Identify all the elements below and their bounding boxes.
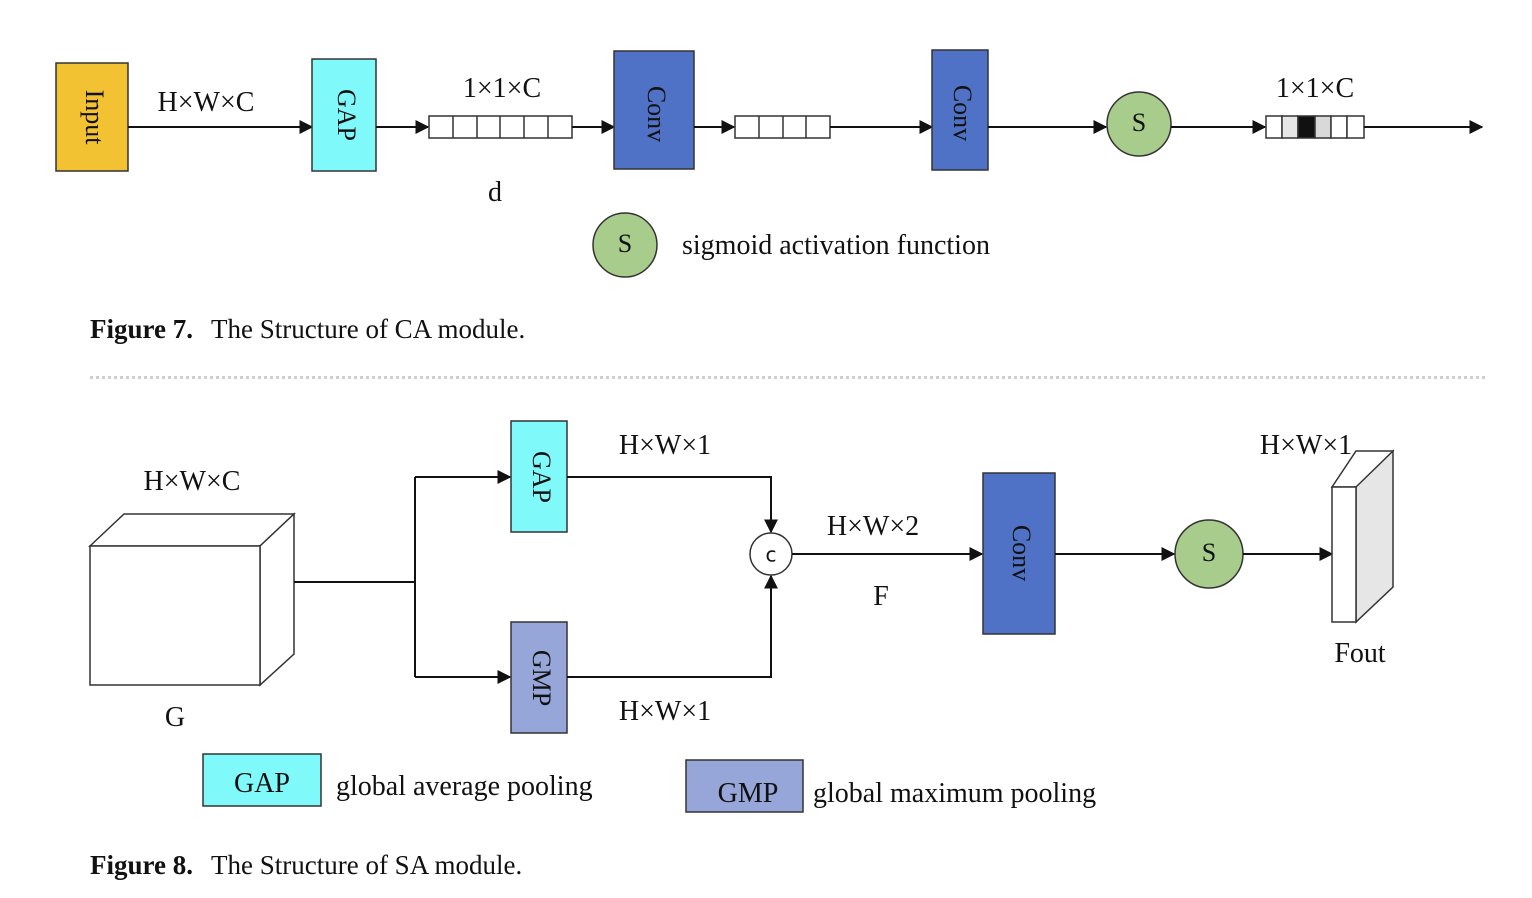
figure7-caption-label: Figure 7. [90, 314, 193, 344]
vector-1x1xc [428, 115, 573, 139]
figure8-caption-text: The Structure of SA module. [211, 850, 523, 880]
legend-gap-icon [202, 753, 322, 807]
conv1-block [613, 50, 695, 170]
figure7-caption: Figure 7. The Structure of CA module. [90, 314, 525, 345]
legend-gap-text: global average pooling [336, 771, 593, 802]
dim-hwc-label-sa: H×W×C [144, 466, 241, 497]
dim-d-label: d [488, 177, 502, 208]
dim-hwc-label: H×W×C [158, 87, 255, 118]
gap-label-sa: GAP [527, 451, 556, 503]
conv2-label: Conv [948, 85, 977, 141]
vector-weights [1265, 115, 1365, 139]
input-cube-g [88, 512, 296, 687]
output-slab-fout [1330, 449, 1395, 624]
dim-11c-label: 1×1×C [463, 73, 541, 104]
arrow-gap-concat [567, 476, 778, 534]
fout-label: Fout [1334, 638, 1386, 669]
dim-11c-output-label: 1×1×C [1276, 73, 1354, 104]
dim-hw1-bottom-label: H×W×1 [619, 696, 711, 727]
dim-hw1-out-label: H×W×1 [1260, 430, 1352, 461]
g-label: G [165, 702, 185, 733]
gmp-label: GMP [527, 650, 556, 706]
dim-hw2-label: H×W×2 [827, 511, 919, 542]
sigmoid-label-sa: S [1202, 538, 1216, 567]
dim-hw1-top-label: H×W×1 [619, 430, 711, 461]
sigmoid-node [1106, 91, 1172, 157]
concat-label: c [766, 543, 777, 567]
legend-sigmoid-icon [592, 212, 658, 278]
conv2-block [931, 49, 989, 171]
figure7-caption-text: The Structure of CA module. [211, 314, 526, 344]
conv-label-sa: Conv [1007, 525, 1036, 581]
legend-gap-symbol: GAP [234, 768, 290, 799]
gap-block-sa [510, 420, 568, 533]
legend-gmp-text: global maximum pooling [813, 778, 1096, 809]
figure8-diagram: H×W×C G GAP GMP H×W×1 H×W×1 c H×W×2 F Co… [88, 420, 1395, 813]
gap-label: GAP [332, 89, 361, 141]
legend-gmp-icon [685, 759, 804, 813]
input-label: Input [80, 90, 109, 146]
f-label: F [873, 581, 889, 612]
legend-gmp-symbol: GMP [718, 778, 779, 809]
figure7-diagram: Input H×W×C GAP 1×1×C d Conv [55, 49, 1484, 278]
legend-sigmoid-symbol: S [618, 229, 632, 258]
sigmoid-label: S [1132, 108, 1146, 137]
gmp-block [510, 621, 568, 734]
input-block [55, 62, 129, 172]
figure-divider [90, 376, 1485, 379]
arrow-gmp-concat [567, 574, 778, 678]
gap-block [311, 58, 377, 172]
conv1-label: Conv [642, 86, 671, 142]
vector-reduced [734, 115, 831, 139]
figure8-caption-label: Figure 8. [90, 850, 193, 880]
figure8-caption: Figure 8. The Structure of SA module. [90, 850, 522, 881]
legend-sigmoid-text: sigmoid activation function [682, 230, 990, 261]
